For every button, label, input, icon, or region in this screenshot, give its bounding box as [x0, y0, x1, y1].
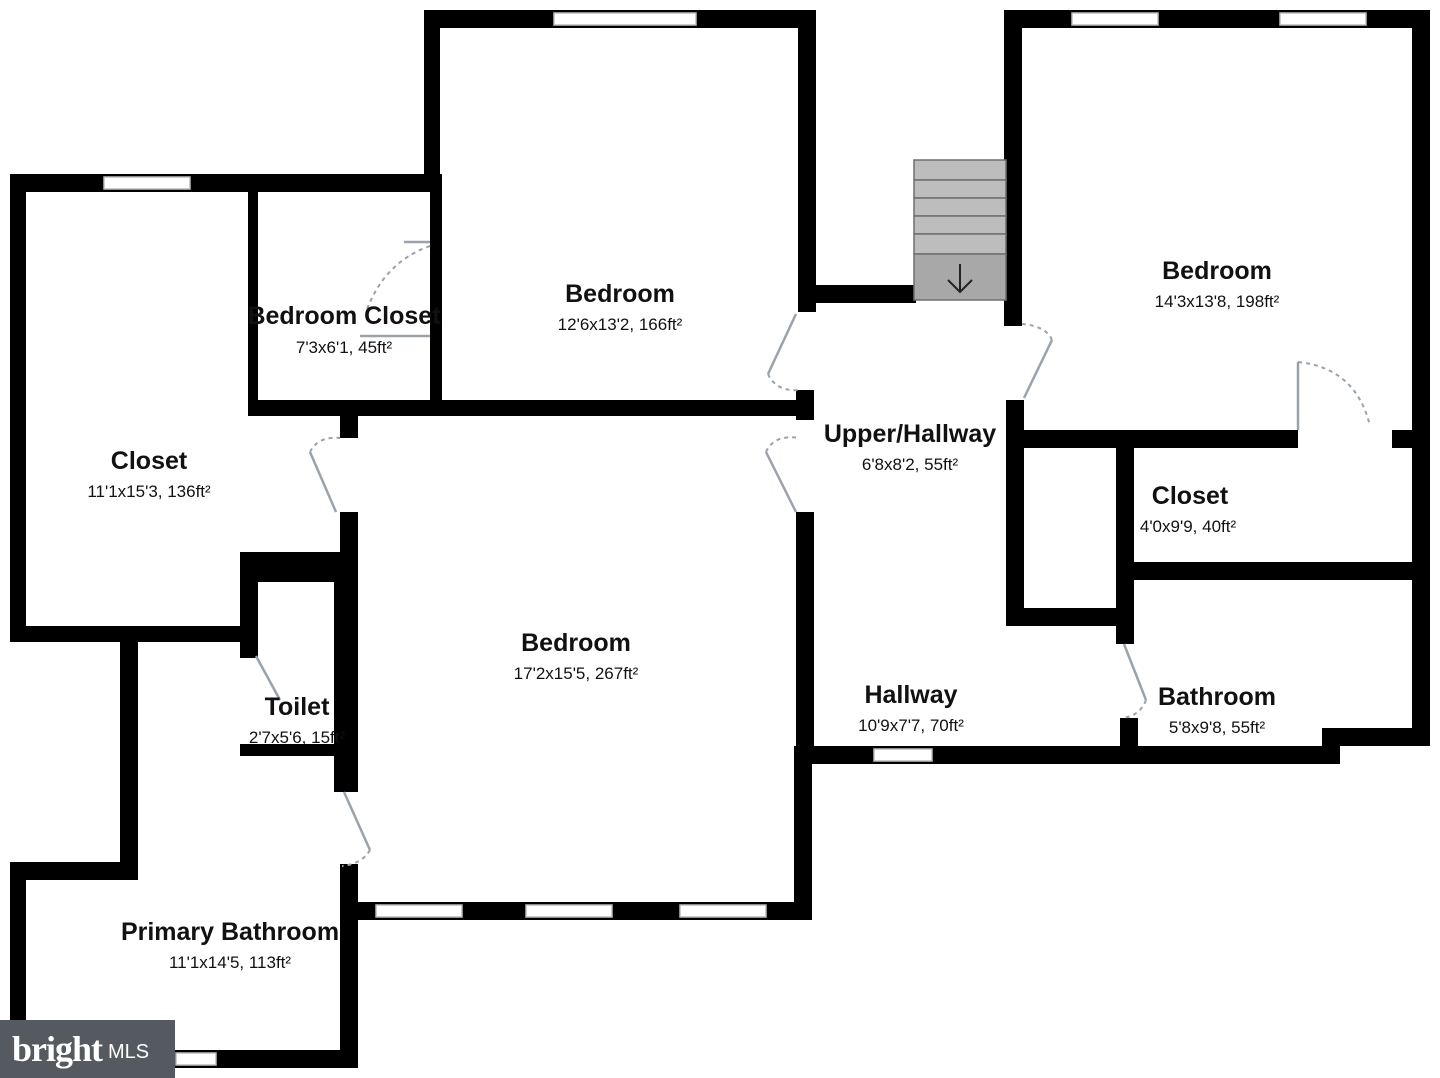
door-swing — [767, 373, 801, 392]
wall — [240, 552, 258, 658]
wall — [248, 400, 808, 416]
door-swing — [365, 245, 431, 313]
wall — [424, 10, 440, 182]
door-leaf — [1122, 643, 1148, 701]
room-name: Primary Bathroom — [121, 918, 339, 946]
door-swing — [341, 849, 371, 867]
stair-step — [913, 215, 1007, 235]
stair-step — [913, 159, 1007, 181]
bright-logo: bright — [12, 1029, 103, 1069]
wall — [794, 746, 812, 920]
wall — [240, 744, 356, 756]
wall — [1004, 10, 1022, 326]
door-swing — [309, 436, 341, 453]
room-dimensions: 6'8x8'2, 55ft² — [862, 455, 959, 474]
wall — [120, 626, 138, 880]
room-dimensions: 7'3x6'1, 45ft² — [296, 338, 393, 357]
room-dimensions: 4'0x9'9, 40ft² — [1140, 517, 1237, 536]
room-labels: Bedroom Closet 7'3x6'1, 45ft² Bedroom 12… — [87, 257, 1279, 972]
window — [873, 748, 933, 762]
wall — [10, 174, 438, 192]
window — [103, 176, 191, 190]
stair-step — [913, 233, 1007, 255]
wall — [1392, 430, 1430, 448]
room-name: Closet — [111, 447, 188, 475]
room-dimensions: 10'9x7'7, 70ft² — [858, 716, 964, 735]
wall — [796, 512, 814, 764]
wall — [796, 390, 814, 420]
room-dimensions: 11'1x15'3, 136ft² — [87, 482, 211, 501]
room-name: Closet — [1152, 482, 1229, 510]
room-dimensions: 12'6x13'2, 166ft² — [558, 315, 683, 334]
wall — [250, 552, 350, 582]
window — [1071, 12, 1159, 26]
door-leaf — [1022, 339, 1054, 399]
wall — [248, 174, 258, 414]
stair-step — [913, 197, 1007, 217]
room-dimensions: 5'8x9'8, 55ft² — [1169, 718, 1266, 737]
door-leaf — [254, 655, 282, 701]
wall — [798, 285, 916, 303]
room-name: Bedroom Closet — [247, 302, 441, 330]
window — [175, 1052, 217, 1066]
stair-step — [913, 179, 1007, 199]
wall — [170, 1050, 358, 1068]
stairs — [913, 159, 1007, 301]
wall — [1006, 608, 1134, 626]
wall — [1006, 430, 1298, 448]
window — [1279, 12, 1367, 26]
mls-label: MLS — [108, 1040, 150, 1063]
wall — [340, 864, 358, 1068]
wall — [340, 414, 358, 438]
room-name: Bedroom — [565, 280, 675, 308]
wall — [1412, 10, 1430, 746]
room-name: Toilet — [265, 693, 330, 721]
room-dimensions: 11'1x14'5, 113ft² — [169, 953, 291, 972]
door-leaf — [764, 451, 798, 513]
door-swing — [1121, 699, 1147, 719]
room-name: Hallway — [864, 681, 957, 709]
door-leaf — [308, 451, 338, 513]
door-leaf — [766, 313, 798, 375]
room-dimensions: 17'2x15'5, 267ft² — [514, 664, 639, 683]
bright-mls-watermark: bright MLS — [0, 1020, 175, 1078]
wall — [10, 862, 26, 1022]
wall — [430, 174, 442, 414]
room-name: Bedroom — [1162, 257, 1272, 285]
window — [525, 904, 613, 918]
room-name: Bathroom — [1158, 683, 1276, 711]
door-swing — [765, 436, 801, 453]
door-swing — [1297, 361, 1371, 427]
window — [679, 904, 767, 918]
room-dimensions: 2'7x5'6, 15ft² — [249, 728, 346, 747]
arrow-down-icon — [947, 264, 973, 294]
room-name: Upper/Hallway — [824, 420, 996, 448]
window — [553, 12, 697, 26]
wall — [1116, 430, 1134, 644]
windows — [103, 12, 1367, 1066]
wall — [1006, 400, 1024, 626]
room-name: Bedroom — [521, 629, 631, 657]
doors — [254, 240, 1371, 867]
room-dimensions: 14'3x13'8, 198ft² — [1155, 292, 1280, 311]
wall — [1116, 562, 1430, 580]
door-swing — [1021, 323, 1053, 341]
wall — [10, 174, 26, 642]
wall — [10, 862, 138, 880]
window — [375, 904, 463, 918]
door-leaf — [342, 791, 372, 851]
wall — [1322, 728, 1430, 746]
wall — [798, 10, 816, 312]
